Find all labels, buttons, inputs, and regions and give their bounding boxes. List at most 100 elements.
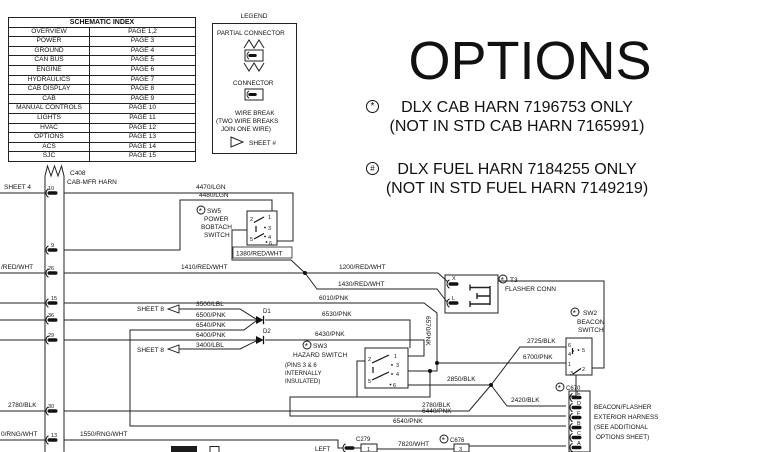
svg-text:E: E	[577, 391, 581, 397]
sheet-ref: SHEET 8	[137, 347, 164, 354]
svg-text:F: F	[577, 411, 581, 417]
note-line: (NOT IN STD CAB HARN 7165991)	[389, 117, 645, 135]
option-star-icon	[555, 382, 565, 394]
junction-dots	[303, 271, 493, 387]
connector-pin-icon	[342, 443, 355, 452]
svg-text:13: 13	[51, 433, 57, 439]
note-line: (NOT IN STD FUEL HARN 7149219)	[385, 179, 649, 197]
connector-c670: C670 E D F B C A BEACON/FLASHER EXTERIOR…	[555, 382, 658, 452]
svg-text:36: 36	[48, 313, 54, 319]
note-line: DLX CAB HARN 7196753 ONLY	[401, 99, 633, 116]
connector-c279: LEFT C279 1	[315, 437, 378, 452]
svg-text:4480/LGN: 4480/LGN	[199, 192, 229, 199]
flasher-terminal-icon	[469, 284, 491, 307]
option-note-cab-harn: * DLX CAB HARN 7196753 ONLY (NOT IN STD …	[360, 99, 674, 136]
svg-text:2420/BLK: 2420/BLK	[511, 397, 540, 404]
option-star-icon	[196, 205, 206, 217]
svg-text:L: L	[452, 296, 455, 302]
option-star-icon	[498, 274, 508, 286]
svg-text:6: 6	[568, 343, 571, 349]
svg-text:10: 10	[48, 186, 54, 192]
svg-text:2: 2	[582, 367, 585, 373]
pin-numbers: 10 9 26 15 36 29 30 13	[48, 186, 57, 439]
svg-text:6540/PNK: 6540/PNK	[196, 322, 226, 329]
svg-text:T3: T3	[510, 277, 518, 284]
svg-text:3: 3	[570, 371, 573, 377]
t3-flasher-conn: X L T3 FLASHER CONN	[444, 274, 556, 314]
svg-text:26: 26	[48, 266, 54, 272]
svg-text:C: C	[577, 431, 581, 437]
sheet-ref: SHEET 4	[4, 184, 31, 191]
svg-text:1: 1	[394, 354, 397, 360]
svg-text:D1: D1	[263, 309, 271, 315]
svg-text:15: 15	[51, 296, 57, 302]
connector-name: CAB-MFR HARN	[67, 179, 117, 186]
page-title: OPTIONS	[408, 31, 652, 91]
svg-text:7820/WHT: 7820/WHT	[398, 441, 429, 448]
svg-text:LEFT: LEFT	[315, 446, 331, 452]
wire-labels: SHEET 4 4470/LGN 4480/LGN /RED/WHT 1410/…	[1, 184, 556, 448]
svg-text:(PINS 3 & 6: (PINS 3 & 6	[285, 363, 317, 369]
sw2-beacon-switch: SW2 BEACON SWITCH 6 5 4 1 2 3	[565, 307, 605, 377]
svg-text:5: 5	[368, 379, 371, 385]
svg-text:SW3: SW3	[313, 343, 327, 350]
svg-text:1: 1	[367, 447, 370, 452]
svg-text:SW2: SW2	[583, 310, 597, 317]
svg-text:1: 1	[568, 362, 571, 368]
svg-text:1550/RNG/WHT: 1550/RNG/WHT	[80, 431, 127, 438]
option-star-icon	[439, 434, 449, 446]
svg-text:5: 5	[582, 348, 585, 354]
svg-text:A: A	[577, 441, 581, 447]
svg-text:6010/PNK: 6010/PNK	[319, 295, 349, 302]
svg-text:C670: C670	[566, 386, 581, 392]
svg-text:X: X	[452, 276, 456, 282]
svg-text:6: 6	[393, 383, 396, 389]
note-line: DLX FUEL HARN 7184255 ONLY	[397, 161, 637, 178]
svg-text:6430/PNK: 6430/PNK	[315, 331, 345, 338]
sheet-arrow-icon	[167, 344, 180, 354]
sw5-power-bobtach-switch: SW5 POWER BOBTACH SWITCH 2 1 3 5 4 6	[196, 205, 278, 247]
svg-text:6: 6	[269, 241, 272, 247]
svg-text:6440/PNK: 6440/PNK	[422, 408, 452, 415]
legend-title: LEGEND	[240, 13, 268, 20]
connector-c408: C408 CAB-MFR HARN 10 9 26 15 36 29 30 13	[44, 164, 117, 452]
svg-text:2: 2	[250, 217, 253, 223]
diode-icon	[255, 335, 265, 345]
svg-text:3500/LBL: 3500/LBL	[196, 301, 224, 308]
svg-text:4: 4	[568, 352, 571, 358]
svg-text:6570/PNK: 6570/PNK	[424, 316, 431, 346]
svg-text:6530/PNK: 6530/PNK	[322, 311, 352, 318]
svg-text:2780/BLK: 2780/BLK	[422, 402, 451, 409]
wire-lines	[0, 192, 605, 450]
svg-text:BOBTACH: BOBTACH	[201, 224, 232, 231]
legend-box	[212, 23, 297, 154]
sw3-hazard-switch: SW3 HAZARD SWITCH (PINS 3 & 6 INTERNALLY…	[285, 340, 409, 389]
option-note-fuel-harn: # DLX FUEL HARN 7184255 ONLY (NOT IN STD…	[360, 161, 674, 198]
cutoff-connector	[171, 446, 220, 452]
sheet-ref: SHEET 8	[137, 306, 164, 313]
svg-text:INSULATED): INSULATED)	[285, 379, 320, 385]
partial-connector-zigzag-icon	[44, 164, 65, 178]
svg-text:D2: D2	[263, 329, 271, 335]
svg-text:BEACON/FLASHER: BEACON/FLASHER	[594, 404, 652, 411]
svg-text:C279: C279	[356, 437, 371, 443]
svg-text:INTERNALLY: INTERNALLY	[285, 371, 322, 377]
svg-text:6500/PNK: 6500/PNK	[196, 312, 226, 319]
svg-text:2780/BLK: 2780/BLK	[8, 402, 37, 409]
svg-text:4470/LGN: 4470/LGN	[196, 184, 226, 191]
svg-text:4: 4	[268, 235, 271, 241]
svg-text:3: 3	[396, 363, 399, 369]
